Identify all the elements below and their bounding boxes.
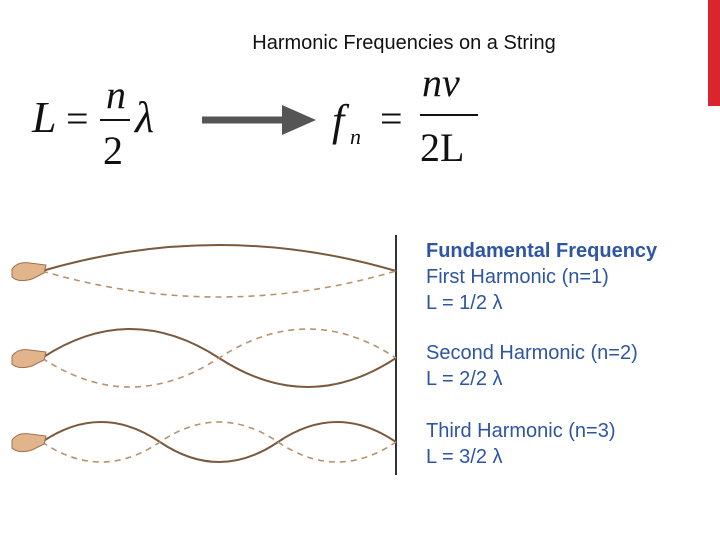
formula-right-lhs: f: [332, 96, 350, 145]
standing-wave-diagram: [11, 235, 397, 475]
slide-title: Harmonic Frequencies on a String: [252, 32, 556, 54]
formula-right-den: 2L: [420, 125, 464, 170]
formula-right-eq: =: [380, 96, 403, 141]
wave-third-harmonic: [11, 421, 397, 463]
wave-second-harmonic: [11, 328, 397, 388]
caption-line2: L = 2/2 λ: [426, 368, 503, 390]
formula-left-den: 2: [103, 128, 123, 173]
caption-line1: Third Harmonic (n=3): [426, 420, 616, 442]
caption-third-harmonic: Third Harmonic (n=3) L = 3/2 λ: [426, 418, 616, 470]
accent-bar: [708, 0, 720, 106]
wave-first-harmonic: [11, 244, 397, 298]
hand-icon: [11, 349, 47, 369]
caption-first-harmonic: Fundamental Frequency First Harmonic (n=…: [426, 238, 657, 316]
caption-heading: Fundamental Frequency: [426, 240, 658, 262]
arrow-icon: [202, 105, 316, 135]
hand-icon: [11, 433, 47, 453]
caption-line2: L = 3/2 λ: [426, 446, 503, 468]
formula-left-num: n: [106, 72, 126, 117]
formula-right-num: nv: [422, 60, 460, 105]
formula-left-eq: =: [66, 96, 89, 141]
formula-left-tail: λ: [133, 93, 154, 142]
formula-right-sub: n: [350, 124, 361, 149]
hand-icon: [11, 262, 47, 282]
caption-line1: First Harmonic (n=1): [426, 266, 609, 288]
caption-line2: L = 1/2 λ: [426, 292, 503, 314]
formula-left-lhs: L: [31, 93, 56, 142]
caption-line1: Second Harmonic (n=2): [426, 342, 638, 364]
formula-area: L = n 2 λ f n = nv 2L: [31, 60, 478, 173]
caption-second-harmonic: Second Harmonic (n=2) L = 2/2 λ: [426, 340, 638, 392]
